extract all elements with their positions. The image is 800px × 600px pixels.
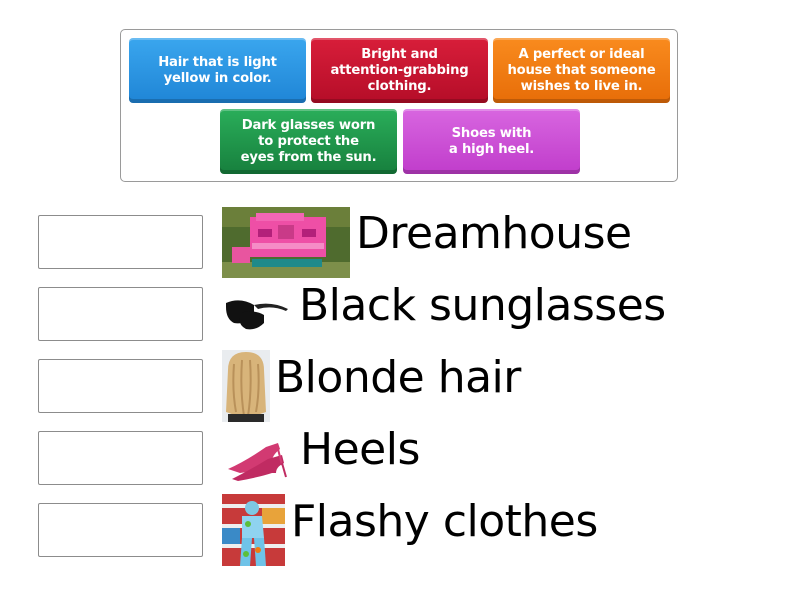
pink-dreamhouse-image: [222, 207, 350, 278]
match-row-heels: Heels: [38, 424, 738, 487]
drop-slot[interactable]: [38, 287, 203, 341]
answer-card-flashy-clothes[interactable]: Bright and attention-grabbing clothing.: [311, 38, 488, 103]
pink-heels-image: [226, 435, 290, 481]
answer-card-sunglasses[interactable]: Dark glasses worn to protect the eyes fr…: [220, 109, 397, 174]
answer-card-heels[interactable]: Shoes with a high heel.: [403, 109, 580, 174]
black-sunglasses-image: [224, 293, 290, 333]
row-label: Dreamhouse: [356, 208, 632, 259]
drop-slot[interactable]: [38, 215, 203, 269]
match-row-flashy-clothes: Flashy clothes: [38, 494, 738, 566]
row-label: Flashy clothes: [291, 496, 598, 547]
answer-card-dreamhouse[interactable]: A perfect or ideal house that someone wi…: [493, 38, 670, 103]
answer-card-blonde-hair[interactable]: Hair that is light yellow in color.: [129, 38, 306, 103]
match-row-blonde-hair: Blonde hair: [38, 350, 738, 422]
blonde-hair-image: [222, 350, 270, 422]
card-text: A perfect or ideal house that someone wi…: [507, 46, 656, 94]
drop-slot[interactable]: [38, 503, 203, 557]
card-text: Shoes with a high heel.: [448, 125, 535, 157]
drop-slot[interactable]: [38, 359, 203, 413]
drop-slot[interactable]: [38, 431, 203, 485]
flashy-clothes-image: [222, 494, 285, 566]
match-row-dreamhouse: Dreamhouse: [38, 207, 738, 278]
row-label: Black sunglasses: [299, 280, 666, 331]
card-text: Dark glasses worn to protect the eyes fr…: [240, 117, 377, 165]
row-label: Blonde hair: [275, 352, 521, 403]
row-label: Heels: [300, 424, 420, 475]
match-row-black-sunglasses: Black sunglasses: [38, 280, 738, 343]
card-text: Bright and attention-grabbing clothing.: [330, 46, 469, 94]
card-text: Hair that is light yellow in color.: [158, 54, 277, 86]
answer-bank: Hair that is light yellow in color. Brig…: [120, 29, 678, 182]
